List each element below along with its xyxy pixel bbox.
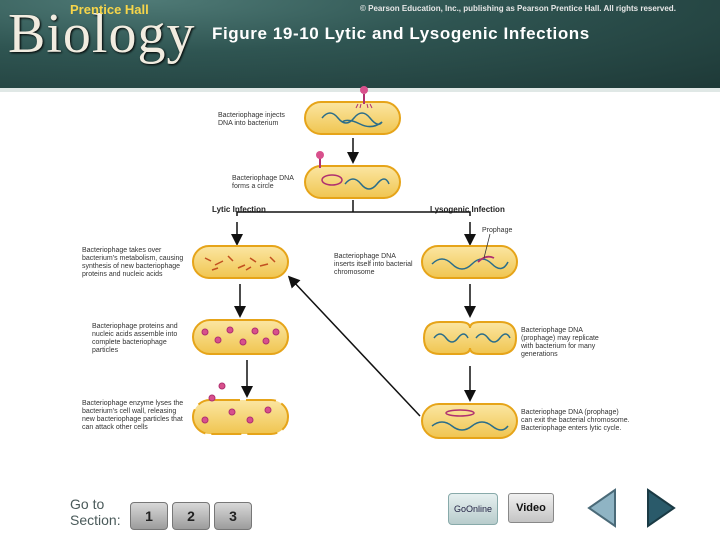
bacterium-cell bbox=[304, 165, 401, 199]
go-online-button[interactable]: GoOnline bbox=[448, 493, 498, 525]
header-banner bbox=[0, 0, 720, 92]
bacterium-cell bbox=[421, 403, 518, 439]
section-1-button[interactable]: 1 bbox=[130, 502, 168, 530]
bacterial-chromosome bbox=[433, 333, 511, 343]
bacterium-cell bbox=[192, 245, 289, 279]
exited-prophage bbox=[445, 409, 475, 417]
prophage-segment bbox=[477, 255, 495, 263]
bacterial-chromosome bbox=[431, 258, 509, 270]
publisher-logo: Prentice Hall bbox=[70, 2, 149, 17]
return-arrow bbox=[287, 275, 421, 417]
bacterial-chromosome bbox=[431, 421, 509, 431]
lysed-bacterium-cell bbox=[192, 399, 289, 435]
prophage-label: Prophage bbox=[482, 227, 512, 234]
figure-title: Figure 19-10 Lytic and Lysogenic Infecti… bbox=[212, 24, 590, 43]
prophage-pointer bbox=[483, 233, 491, 259]
goto-line-2: Section: bbox=[70, 512, 121, 528]
circular-dna bbox=[321, 174, 343, 186]
lytic-heading: Lytic Infection bbox=[212, 205, 266, 214]
lyso-step-2-label: Bacteriophage DNA(prophage) may replicat… bbox=[520, 327, 599, 358]
dna-strand bbox=[344, 178, 390, 190]
bacterium-cell bbox=[192, 319, 289, 355]
bacteriophage-icon bbox=[355, 86, 373, 109]
bacteriophage-icon bbox=[316, 151, 324, 168]
previous-arrow-icon[interactable] bbox=[583, 486, 623, 530]
bacterium-cell bbox=[304, 101, 401, 135]
dna-strand bbox=[321, 112, 383, 128]
next-arrow-icon[interactable] bbox=[640, 486, 680, 530]
dividing-bacterium bbox=[422, 321, 518, 355]
video-button[interactable]: Video bbox=[508, 493, 554, 523]
dna-fragments bbox=[204, 255, 276, 271]
biology-logo: Biology bbox=[8, 3, 196, 65]
released-phages bbox=[201, 382, 272, 424]
goto-section-label: Go to Section: bbox=[70, 496, 121, 528]
phage-particles bbox=[201, 326, 280, 346]
section-3-button[interactable]: 3 bbox=[214, 502, 252, 530]
goto-line-1: Go to bbox=[70, 496, 105, 512]
lyso-step-3-label: Bacteriophage DNA (prophage)can exit the… bbox=[521, 409, 630, 432]
lysogenic-heading: Lysogenic Infection bbox=[430, 205, 505, 214]
bacterium-cell bbox=[421, 245, 518, 279]
section-2-button[interactable]: 2 bbox=[172, 502, 210, 530]
copyright-notice: © Pearson Education, Inc., publishing as… bbox=[360, 4, 676, 13]
